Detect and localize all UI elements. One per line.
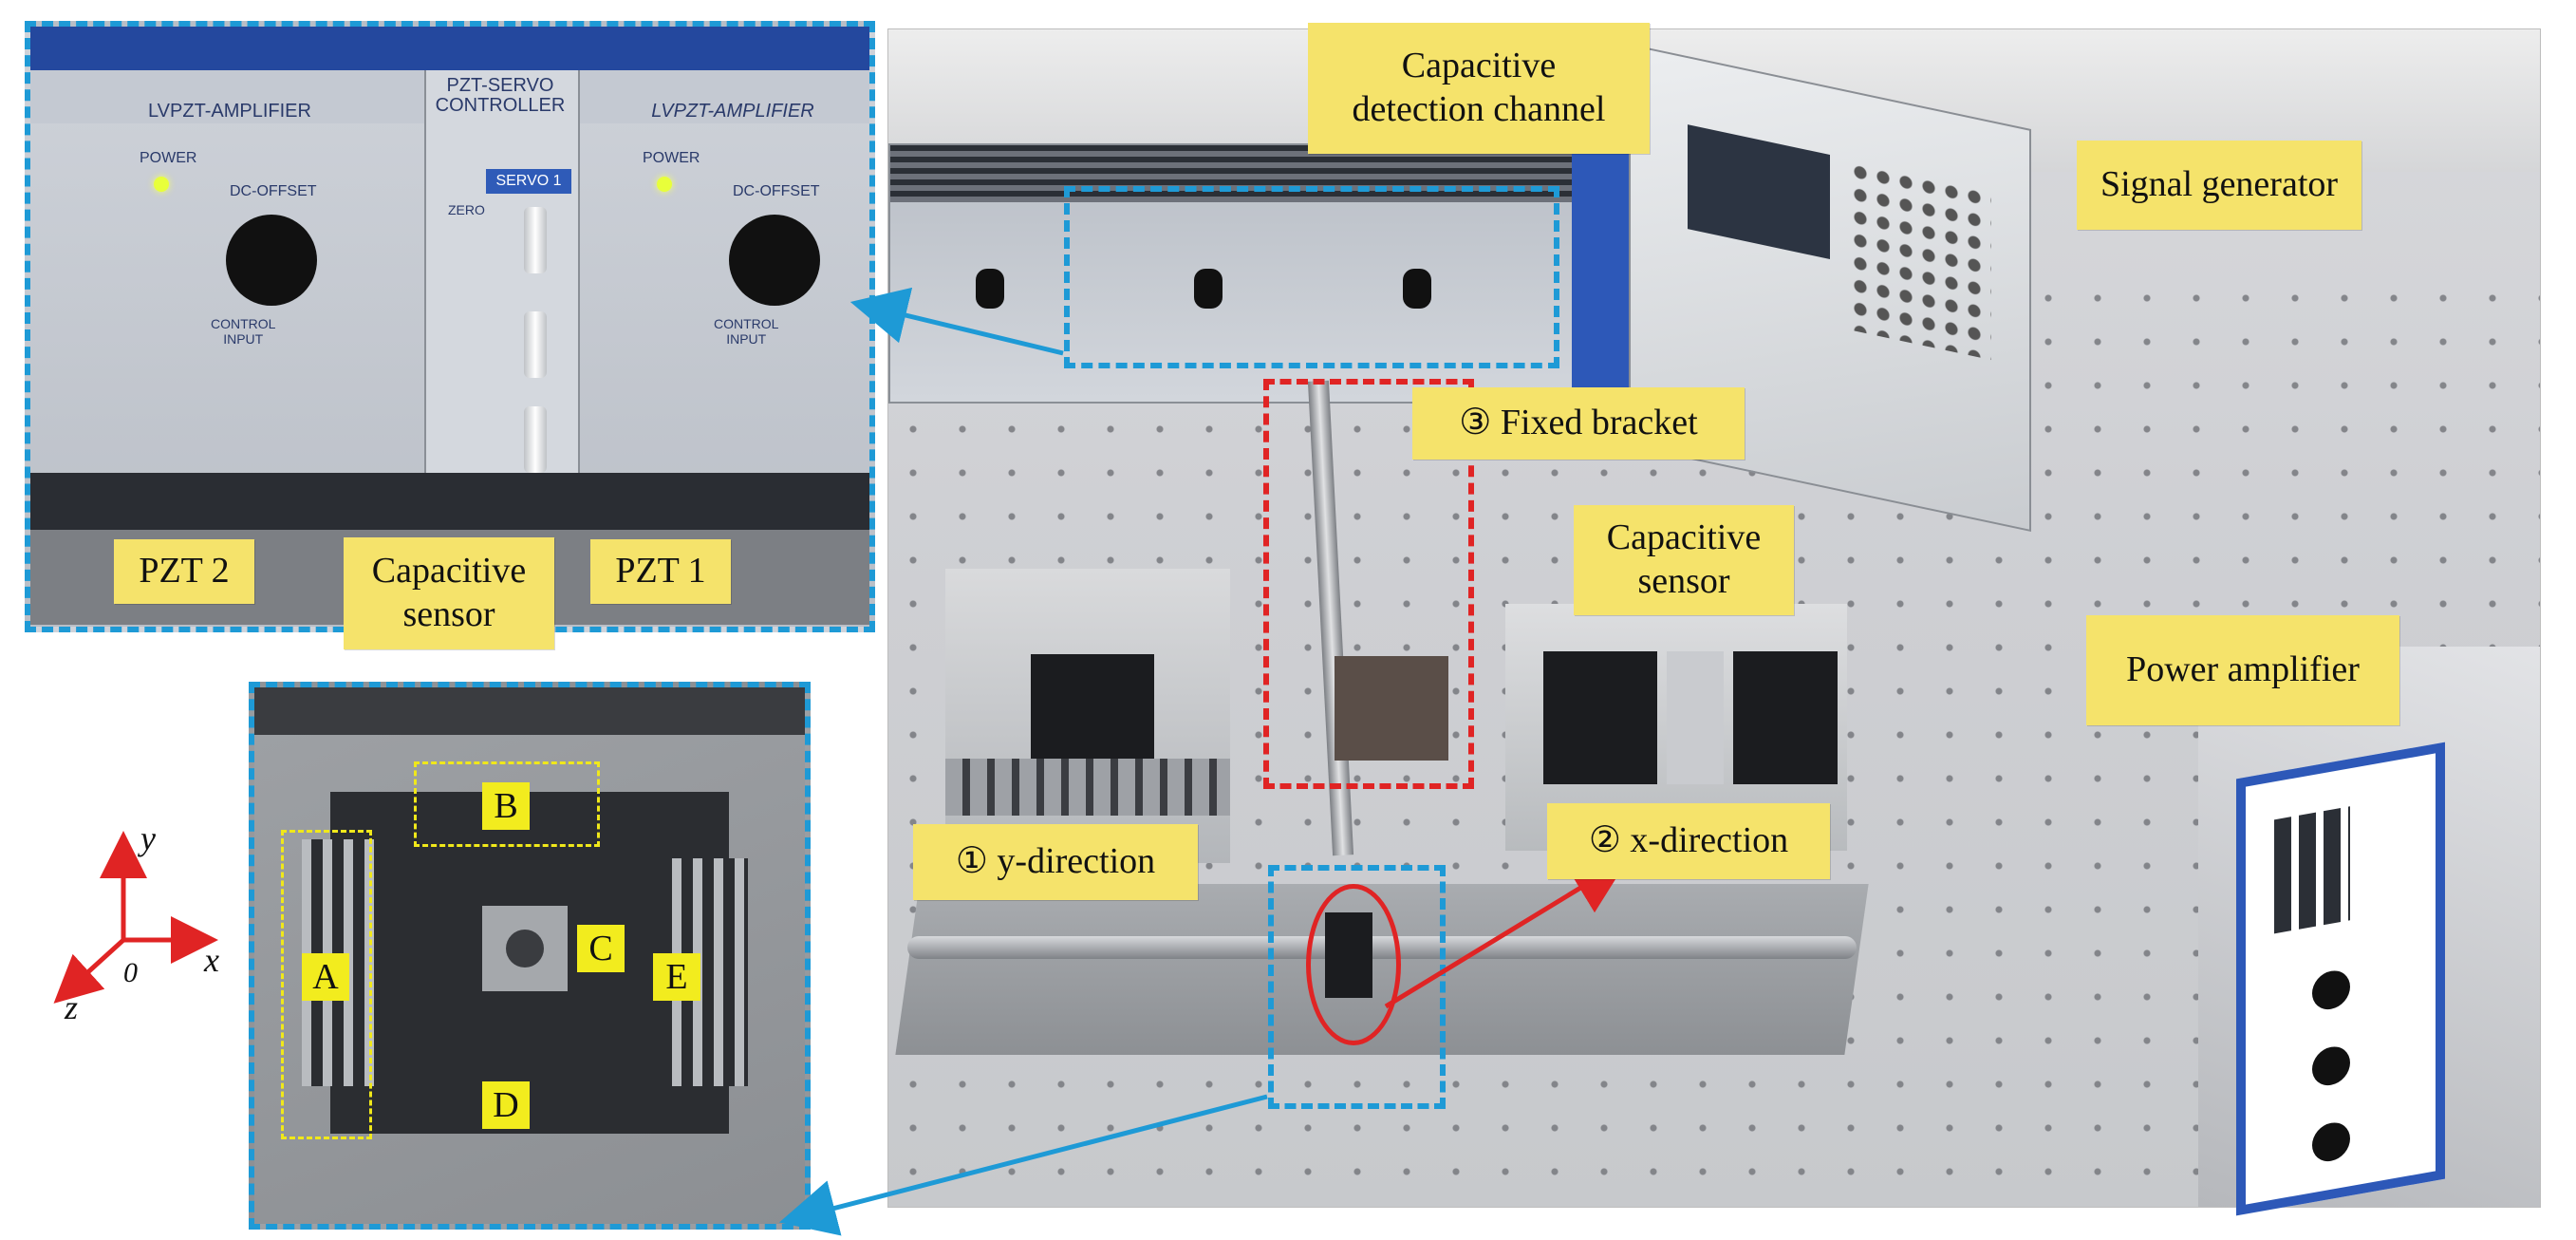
stage-red-ellipse: [1306, 884, 1401, 1045]
stage-inset: B A C D E: [249, 682, 811, 1230]
label-capacitive-sensor: Capacitive sensor: [1574, 505, 1794, 615]
arrow-to-controller-inset: [849, 287, 1064, 356]
label-pzt2: PZT 2: [114, 539, 254, 604]
servo-switch-2: [524, 311, 547, 378]
x-stage-block-left: [1543, 651, 1657, 784]
stage-device: [1325, 912, 1372, 998]
left-module-title: LVPZT-AMPLIFIER: [148, 101, 311, 122]
middle-module-title: PZT-SERVO CONTROLLER: [435, 75, 566, 116]
label-pzt1: PZT 1: [590, 539, 731, 604]
arrow-to-x-direction: [1384, 858, 1629, 1009]
magnetic-base: [1335, 656, 1448, 761]
highlight-b: [414, 761, 600, 847]
controller-inset: LVPZT-AMPLIFIER PZT-SERVO CONTROLLER LVP…: [25, 21, 875, 649]
stage-label-a: A: [302, 953, 349, 1001]
label-capacitive-sensor-inset: Capacitive sensor: [344, 537, 554, 649]
axes-diagram: [53, 831, 218, 1004]
y-axis-label: y: [140, 819, 156, 857]
arrow-to-stage-inset: [778, 1094, 1268, 1236]
origin-label: 0: [123, 957, 138, 988]
label-x-direction: ② x-direction: [1547, 803, 1830, 879]
zero-label: ZERO: [448, 202, 485, 217]
power-amplifier-device: [2198, 647, 2540, 1216]
x-axis-label: x: [204, 941, 219, 979]
rack-knob: [976, 269, 1004, 309]
y-flexure: [945, 759, 1230, 816]
servo1-badge: SERVO 1: [486, 169, 571, 194]
highlight-a: [281, 830, 372, 1139]
power-led-right: [657, 177, 672, 192]
stage-label-e: E: [653, 953, 700, 1001]
dc-offset-label-left: DC-OFFSET: [230, 183, 317, 199]
stage-label-b: B: [482, 782, 530, 830]
power-led-left: [154, 177, 169, 192]
power-label-right: POWER: [643, 150, 700, 166]
y-direction-inset: [945, 569, 1230, 863]
rack-vent: [890, 145, 1574, 202]
right-module-title: LVPZT-AMPLIFIER: [651, 101, 814, 122]
rack-knob: [1403, 269, 1431, 309]
x-capacitive-probe: [1667, 651, 1724, 784]
stage-highlight: [1268, 865, 1446, 1109]
z-axis-arrow: [53, 938, 125, 1004]
power-label-left: POWER: [140, 150, 197, 166]
x-stage-block-right: [1733, 651, 1838, 784]
label-capacitive-detection-channel: Capacitive detection channel: [1308, 23, 1650, 154]
center-bolt: [506, 930, 544, 968]
dc-offset-knob-left: [226, 215, 317, 306]
detection-channel-highlight: [1064, 186, 1559, 368]
control-input-label-left: CONTROL INPUT: [211, 316, 276, 347]
servo-switch-3: [524, 406, 547, 473]
fixed-bracket-highlight: [1263, 379, 1474, 789]
label-signal-generator: Signal generator: [2077, 141, 2361, 230]
label-y-direction: ① y-direction: [913, 824, 1198, 900]
control-input-label-right: CONTROL INPUT: [714, 316, 779, 347]
inset-bottom-bar: [30, 473, 869, 530]
label-power-amplifier: Power amplifier: [2086, 615, 2399, 725]
stage-label-d: D: [482, 1081, 530, 1129]
inset-top-bar: [30, 27, 869, 70]
z-axis-label: z: [65, 988, 79, 1026]
rack-knob: [1194, 269, 1223, 309]
dc-offset-knob-right: [729, 215, 820, 306]
servo-switch-1: [524, 207, 547, 273]
dc-offset-label-right: DC-OFFSET: [733, 183, 820, 199]
stage-top-edge: [254, 687, 805, 735]
label-fixed-bracket: ③ Fixed bracket: [1412, 387, 1745, 460]
stage-label-c: C: [577, 925, 625, 972]
